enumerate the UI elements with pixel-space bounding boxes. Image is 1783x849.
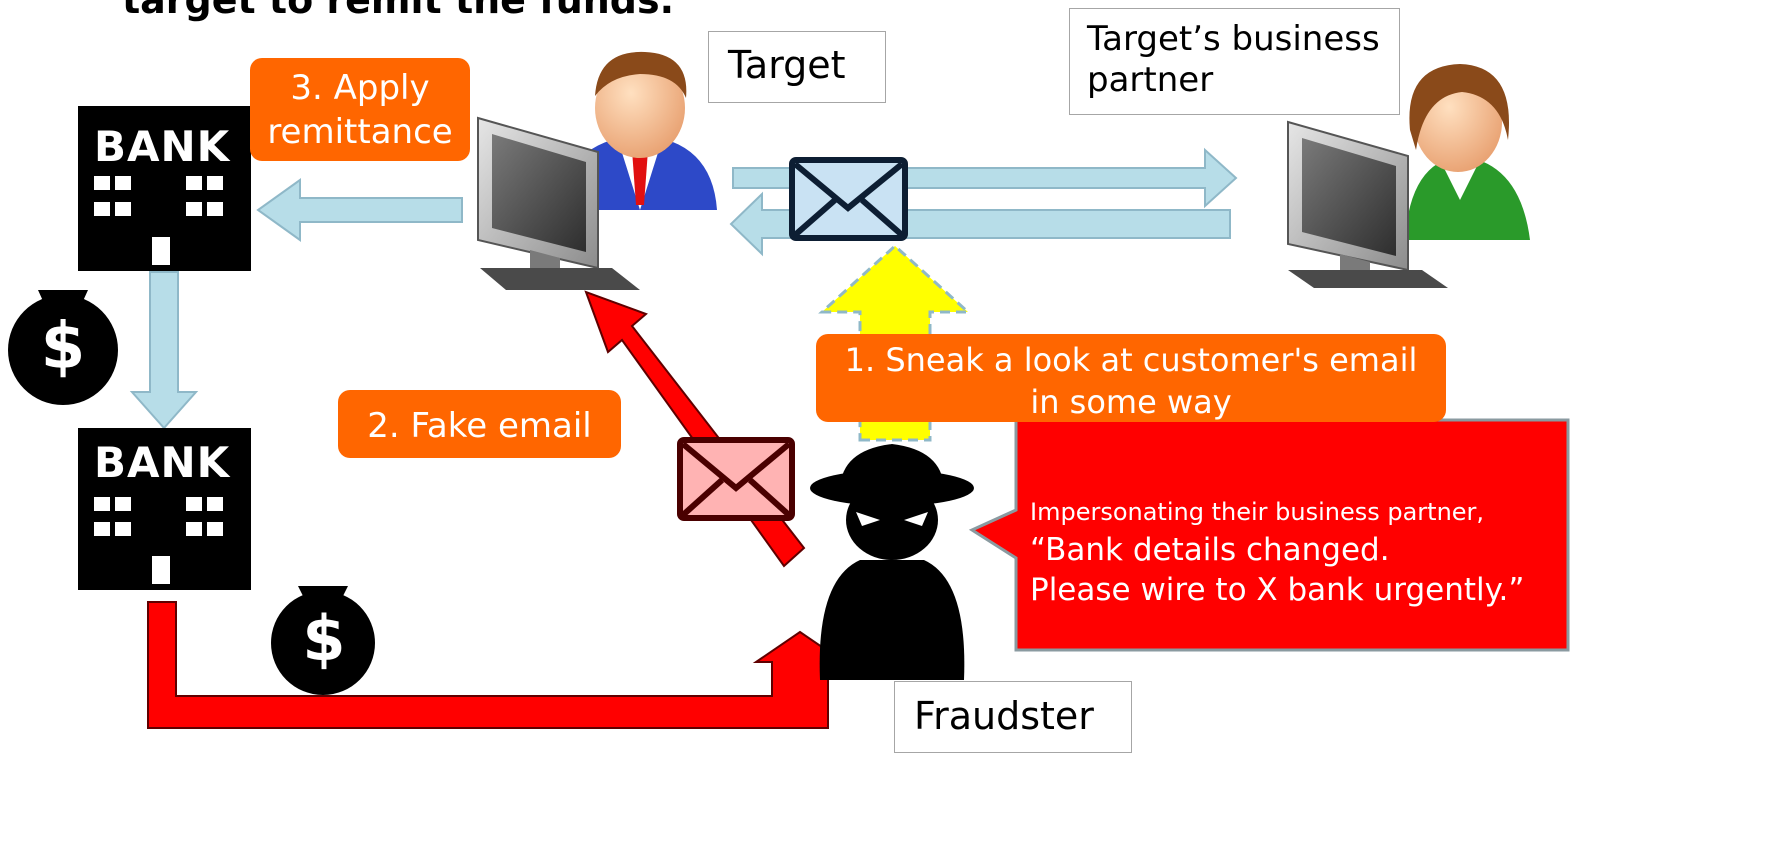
money-flow-arrow <box>147 601 848 729</box>
partner-label-line2: partner <box>1087 59 1214 100</box>
partner-label: Target’s business partner <box>1069 8 1400 115</box>
remit-arrow <box>256 178 463 242</box>
money-bag-icon-2 <box>271 586 375 695</box>
bank-icon-bottom <box>78 428 251 590</box>
bank-icon-top <box>78 106 251 271</box>
target-label-text: Target <box>728 43 846 87</box>
bank-label-top: BANK <box>94 122 231 171</box>
dollar-icon-1: $ <box>40 310 86 384</box>
bank-label-bottom: BANK <box>94 438 231 487</box>
fraudster-label-text: Fraudster <box>914 694 1094 738</box>
target-computer-icon <box>477 116 640 290</box>
step3-label-line1: 3. Apply <box>290 68 430 108</box>
email-to-target-arrow <box>729 191 1231 257</box>
step1-label-line2: in some way <box>1030 382 1232 421</box>
target-label: Target <box>708 31 886 103</box>
callout-bubble <box>968 418 1570 652</box>
partner-label-line1: Target’s business <box>1087 19 1380 59</box>
fraudster-icon <box>810 444 974 680</box>
callout-line2: “Bank details changed. <box>1030 532 1390 568</box>
partner-person-icon <box>1405 64 1530 240</box>
target-person-icon <box>560 51 717 210</box>
dollar-icon-2: $ <box>302 602 346 675</box>
email-icon-fake <box>677 437 795 521</box>
step1-label: 1. Sneak a look at customer's email in s… <box>816 334 1446 422</box>
step2-label: 2. Fake email <box>338 390 621 458</box>
step3-label-line2: remittance <box>267 112 453 153</box>
fraudster-label: Fraudster <box>894 681 1132 753</box>
bank-transfer-arrow <box>129 271 199 430</box>
step3-label: 3. Apply remittance <box>250 58 470 161</box>
callout-line3: Please wire to X bank urgently.” <box>1030 572 1525 608</box>
email-icon-blue <box>789 157 908 241</box>
callout-line1: Impersonating their business partner, <box>1030 498 1485 526</box>
money-bag-icon-1 <box>8 290 118 405</box>
diagram-title: target to remit the funds. <box>122 0 675 22</box>
step1-label-line1: 1. Sneak a look at customer's email <box>844 341 1418 379</box>
partner-computer-icon <box>1287 120 1448 288</box>
step2-label-text: 2. Fake email <box>367 406 592 446</box>
